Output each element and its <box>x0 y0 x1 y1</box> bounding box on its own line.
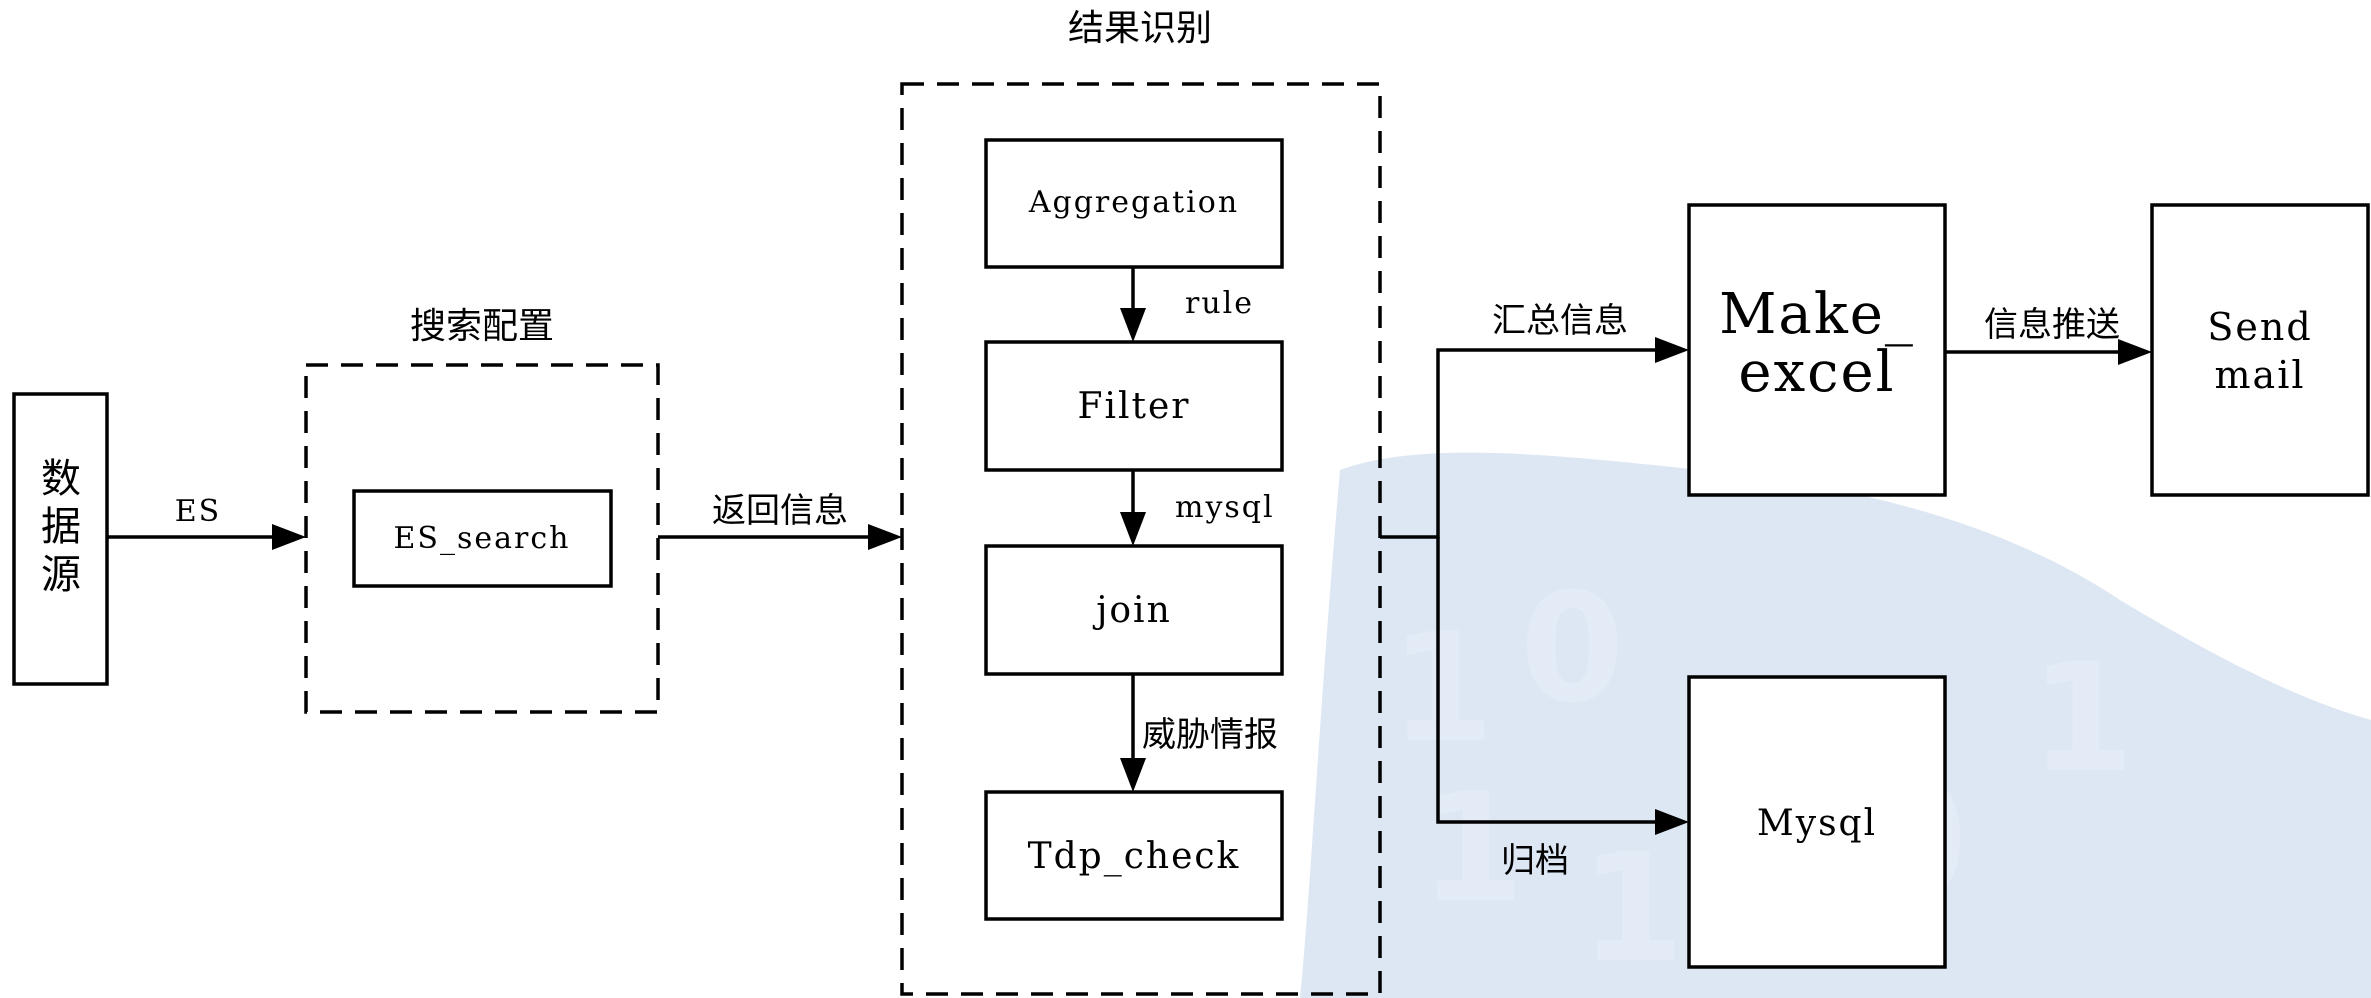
edge-label-threat-intel: 威胁情报 <box>1142 715 1278 755</box>
label-line: excel <box>1738 340 1895 405</box>
watermark-digit: 1 <box>1390 602 1494 776</box>
arrowhead <box>868 524 902 550</box>
tdp-check-label: Tdp_check <box>1028 836 1241 877</box>
label-line: 源 <box>41 552 81 598</box>
arrowhead <box>1120 758 1146 792</box>
label-line: 数 <box>41 456 81 502</box>
arrowhead <box>1655 337 1689 363</box>
edge-label-es: ES <box>175 494 221 529</box>
edge-label-rule: rule <box>1185 286 1254 321</box>
watermark-digit: 0 <box>1520 562 1624 736</box>
arrowhead <box>2118 339 2152 365</box>
filter-label: Filter <box>1078 386 1191 427</box>
join-label: join <box>1092 590 1172 631</box>
label-line: Make_ <box>1719 282 1915 347</box>
watermark-digit: 1 <box>1580 822 1684 996</box>
arrowhead <box>1120 308 1146 342</box>
edge-label-return-info: 返回信息 <box>712 491 848 531</box>
es-search-label: ES_search <box>394 521 571 556</box>
aggregation-label: Aggregation <box>1028 185 1239 220</box>
make-excel-label: Make_excel <box>1719 282 1915 405</box>
edge-label-archive: 归档 <box>1501 841 1569 881</box>
result-recognition-title: 结果识别 <box>1068 8 1212 49</box>
arrowhead <box>1120 512 1146 546</box>
label-line: mail <box>2215 353 2306 397</box>
edge-label-summary-info: 汇总信息 <box>1492 301 1628 341</box>
watermark-digit: 1 <box>2030 632 2134 806</box>
send-mail-node <box>2152 205 2368 495</box>
mysql-label: Mysql <box>1757 803 1877 844</box>
edge-label-info-push: 信息推送 <box>1984 305 2120 345</box>
label-line: 据 <box>41 504 81 550</box>
data-source-label: 数据源 <box>41 456 81 598</box>
edge-label-mysql: mysql <box>1175 490 1275 525</box>
search-config-title: 搜索配置 <box>410 306 554 347</box>
arrowhead <box>272 524 306 550</box>
label-line: Send <box>2207 305 2312 349</box>
